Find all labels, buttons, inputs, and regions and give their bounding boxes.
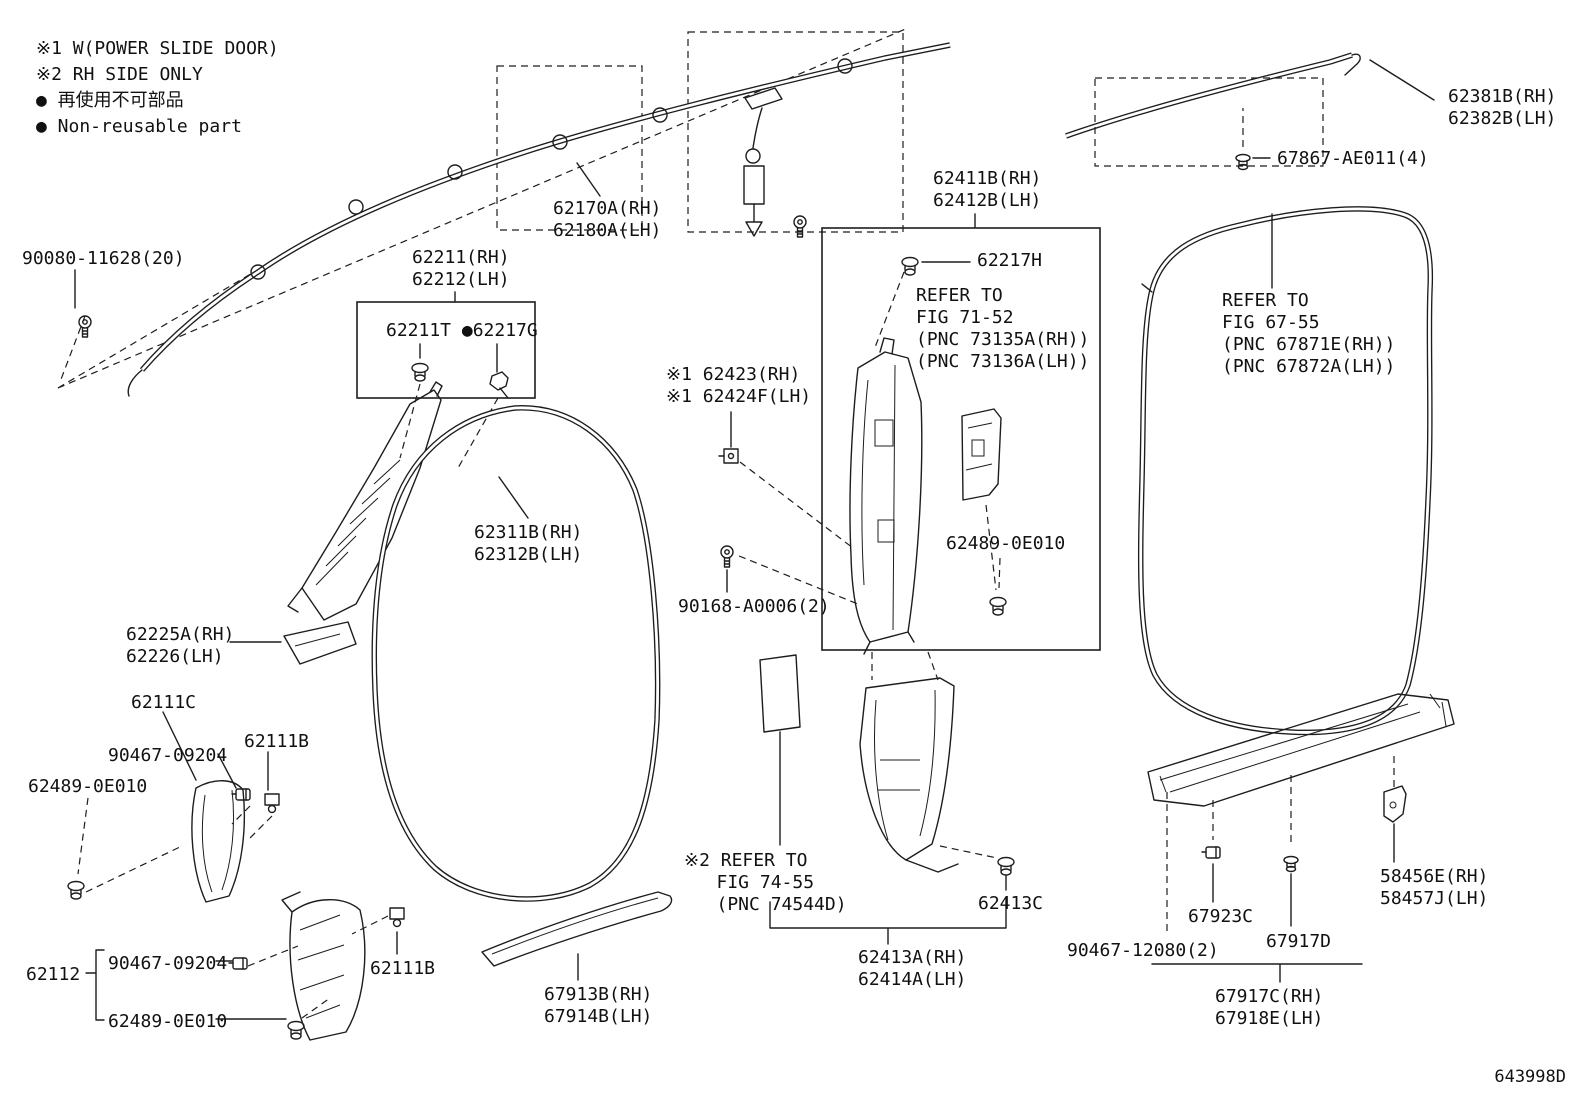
part-group-box-62211 — [356, 291, 536, 469]
b-pillar-lower-garnish-drawing — [759, 651, 1015, 945]
rear-door-weatherstrip-drawing — [1137, 206, 1434, 736]
part-group-box-62411 — [821, 213, 1101, 651]
diagram-code: 643998D — [1494, 1067, 1566, 1087]
notes-block: ※1 W(POWER SLIDE DOOR) ※2 RH SIDE ONLY ● 再… — [36, 36, 279, 140]
note-line: ※2 RH SIDE ONLY — [36, 64, 203, 85]
note-line: ● Non-reusable part — [36, 116, 242, 137]
bolt-90080-icon — [74, 269, 92, 338]
cowl-side-trim-upper-drawing — [67, 711, 280, 903]
note-line: ※1 W(POWER SLIDE DOOR) — [36, 38, 279, 59]
front-scuff-plate-drawing — [481, 891, 673, 981]
fastener-62423-90168 — [718, 411, 859, 605]
b-pillar-upper-garnish-drawing — [849, 337, 1007, 655]
cowl-side-trim-lower-drawing — [85, 891, 405, 1041]
roof-side-weatherstrip-drawing — [1065, 52, 1435, 171]
rear-scuff-plate-drawing — [1147, 693, 1455, 983]
note-line: ● 再使用不可部品 — [36, 90, 184, 111]
front-door-weatherstrip-drawing — [371, 405, 661, 902]
curtain-airbag-drawing — [127, 42, 951, 397]
a-pillar-garnish-drawing — [287, 381, 443, 621]
cowl-garnish-62225-drawing — [229, 621, 357, 665]
